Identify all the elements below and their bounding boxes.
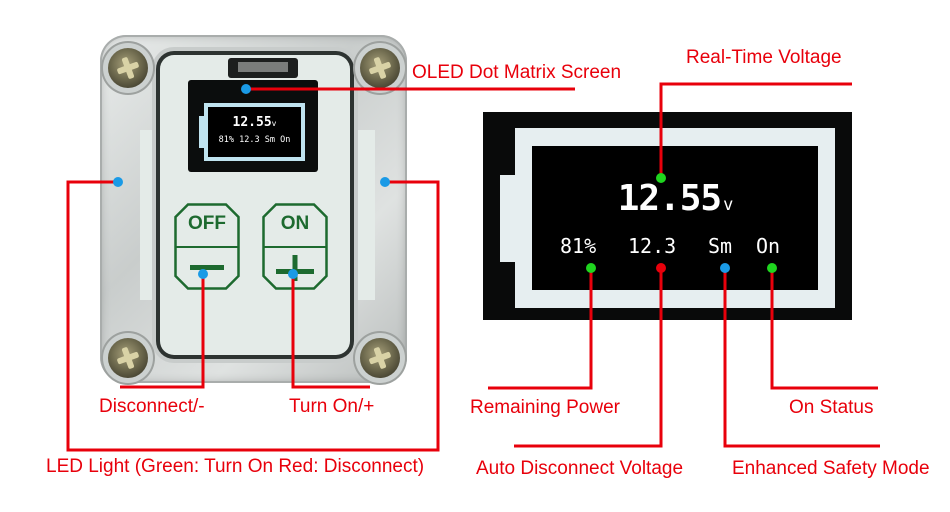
mini-battery-nub xyxy=(199,116,205,148)
label-turn-on: Turn On/+ xyxy=(289,396,375,417)
label-remaining-power: Remaining Power xyxy=(470,397,620,418)
leader-remaining-power xyxy=(488,268,593,390)
label-auto-disconnect-voltage: Auto Disconnect Voltage xyxy=(476,458,684,479)
marker-turn-on xyxy=(288,269,298,279)
leader-auto-disconnect xyxy=(514,268,663,448)
off-button-label: OFF xyxy=(188,213,226,234)
mini-status-row: 81% 12.3 Sm On xyxy=(218,135,291,145)
marker-disconnect xyxy=(198,269,208,279)
mini-battery-outline xyxy=(204,103,305,161)
marker-led-left xyxy=(113,177,123,187)
ribbon-connector-inner xyxy=(238,62,288,72)
leader-turn-on xyxy=(291,274,370,389)
safety-mode-value: Sm xyxy=(708,234,733,258)
remaining-power-value: 81% xyxy=(560,234,597,258)
voltage-unit: v xyxy=(723,195,733,215)
screw-icon xyxy=(360,48,400,88)
label-oled-screen: OLED Dot Matrix Screen xyxy=(412,62,622,83)
mini-voltage-readout: 12.55v xyxy=(204,115,305,130)
marker-oled-screen xyxy=(241,84,251,94)
leader-disconnect xyxy=(120,274,205,389)
leader-on-status xyxy=(770,268,878,390)
label-real-time-voltage: Real-Time Voltage xyxy=(686,47,842,68)
marker-on-status xyxy=(767,263,777,273)
marker-auto-disconnect xyxy=(656,263,666,273)
button-outline-icon xyxy=(174,203,240,290)
label-enhanced-safety-mode: Enhanced Safety Mode xyxy=(732,458,930,479)
auto-disconnect-voltage-value: 12.3 xyxy=(628,234,677,258)
marker-safety-mode xyxy=(720,263,730,273)
marker-led-right xyxy=(380,177,390,187)
screw-icon xyxy=(108,48,148,88)
on-status-value: On xyxy=(756,234,781,258)
leader-led-light xyxy=(66,180,440,452)
minus-icon xyxy=(190,265,224,270)
leader-safety-mode xyxy=(723,268,880,448)
mini-voltage-unit: v xyxy=(271,119,277,128)
on-button-label: ON xyxy=(280,213,310,234)
marker-real-time-voltage xyxy=(656,173,666,183)
marker-remaining-power xyxy=(586,263,596,273)
label-disconnect: Disconnect/- xyxy=(99,396,205,417)
mini-voltage-value: 12.55 xyxy=(232,115,272,130)
label-on-status: On Status xyxy=(789,397,874,418)
screw-icon xyxy=(360,338,400,378)
voltage-value: 12.55 xyxy=(617,178,722,219)
label-led-light: LED Light (Green: Turn On Red: Disconnec… xyxy=(46,456,425,477)
screw-icon xyxy=(108,338,148,378)
leader-real-time-voltage xyxy=(659,82,852,178)
battery-terminal-nub xyxy=(500,175,516,262)
off-button[interactable]: OFF xyxy=(174,203,240,290)
